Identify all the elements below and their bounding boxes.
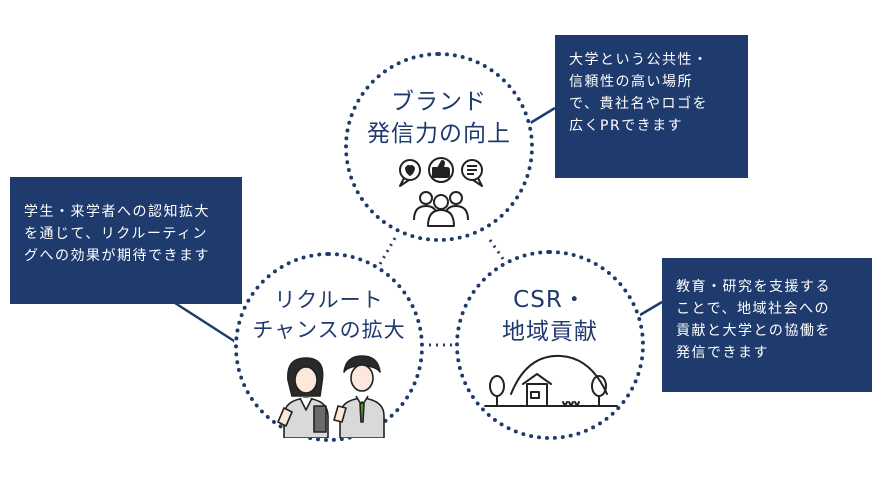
circle-recruit: リクルート チャンスの拡大: [234, 252, 424, 442]
circle-brand: ブランド 発信力の向上: [344, 52, 534, 242]
leader-brand: [526, 106, 556, 127]
callout-csr-line: 貢献と大学との協働を: [676, 323, 831, 339]
students-icon: [277, 355, 385, 438]
brand-title-line1: ブランド: [391, 89, 487, 115]
callout-recruit-line: を通じて、リクルーティン: [24, 226, 209, 242]
brand-title-line2: 発信力の向上: [367, 121, 511, 147]
callout-brand-line: 広くPRできます: [569, 118, 684, 134]
recruit-title-line1: リクルート: [274, 288, 384, 312]
callout-recruit-line: 学生・来学者への認知拡大: [24, 204, 210, 220]
callout-brand: 大学という公共性・ 信頼性の高い場所 で、貴社名やロゴを 広くPRできます: [555, 35, 748, 178]
csr-title-line2: 地域貢献: [502, 319, 598, 345]
callout-recruit: 学生・来学者への認知拡大 を通じて、リクルーティン グへの効果が期待できます: [10, 177, 242, 304]
feedback-people-icon: [399, 157, 483, 227]
callout-brand-line: 大学という公共性・: [569, 52, 709, 68]
callout-csr-line: 発信できます: [676, 345, 769, 361]
callout-csr-line: ことで、地域社会への: [676, 301, 831, 317]
recruit-title-line2: チャンスの拡大: [252, 318, 406, 342]
callout-csr-line: 教育・研究を支援する: [676, 279, 831, 295]
callout-brand-line: 信頼性の高い場所: [569, 74, 693, 90]
csr-title-line1: CSR・: [513, 287, 587, 313]
connector-brand-recruit: [370, 237, 397, 279]
callout-brand-line: で、貴社名やロゴを: [569, 96, 708, 112]
circle-csr: CSR・ 地域貢献: [455, 250, 645, 440]
callout-csr: 教育・研究を支援する ことで、地域社会への 貢献と大学との協働を 発信できます: [662, 258, 872, 392]
community-landscape-icon: [484, 354, 618, 407]
leader-recruit: [174, 301, 246, 350]
callout-recruit-line: グへの効果が期待できます: [24, 248, 210, 264]
